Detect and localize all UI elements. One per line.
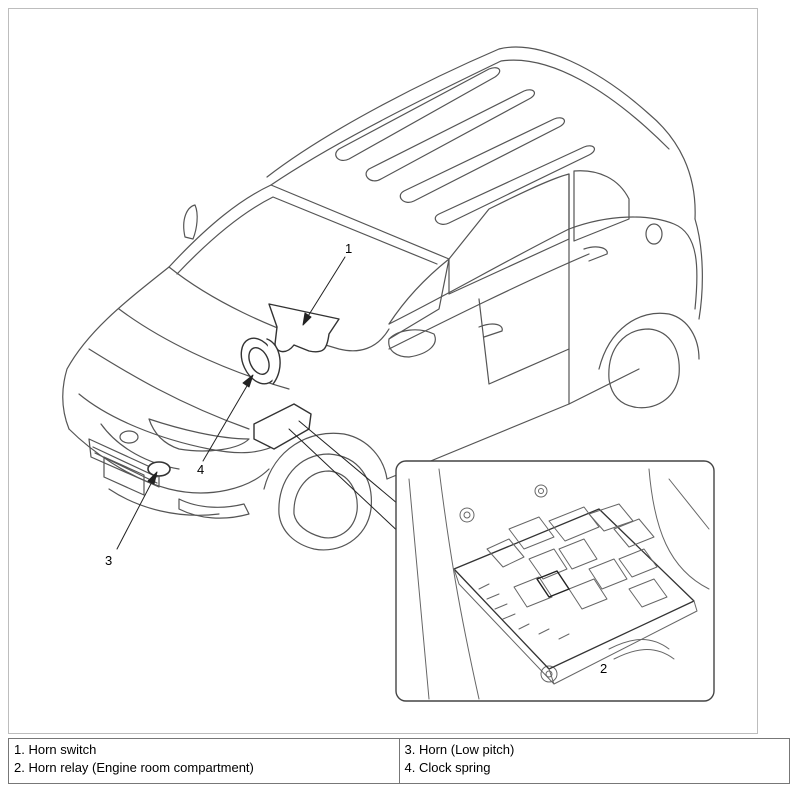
legend-item-horn-relay: 2. Horn relay (Engine room compartment): [14, 760, 254, 775]
legend-left-cell: 1. Horn switch 2. Horn relay (Engine roo…: [8, 738, 400, 784]
diagram-figure: 1 4 3 2: [8, 8, 758, 734]
callout-1: 1: [345, 241, 352, 256]
legend-item-clock-spring: 4. Clock spring: [404, 760, 491, 775]
horn-shape: [147, 461, 171, 477]
callout-2: 2: [600, 661, 607, 676]
callout-4: 4: [197, 462, 204, 477]
horn-switch-shape: [268, 303, 340, 353]
legend-item-horn-switch: 1. Horn switch: [14, 742, 97, 757]
legend-right-cell: 3. Horn (Low pitch) 4. Clock spring: [398, 738, 790, 784]
car-body: [62, 46, 703, 551]
clock-spring-shape: [240, 337, 281, 385]
relay-box-inset: [395, 460, 715, 702]
legend-table: 1. Horn switch 2. Horn relay (Engine roo…: [8, 738, 790, 784]
car-illustration: 1 4 3 2: [62, 46, 715, 702]
callout-3: 3: [105, 553, 112, 568]
legend-item-horn-low-pitch: 3. Horn (Low pitch): [404, 742, 515, 757]
